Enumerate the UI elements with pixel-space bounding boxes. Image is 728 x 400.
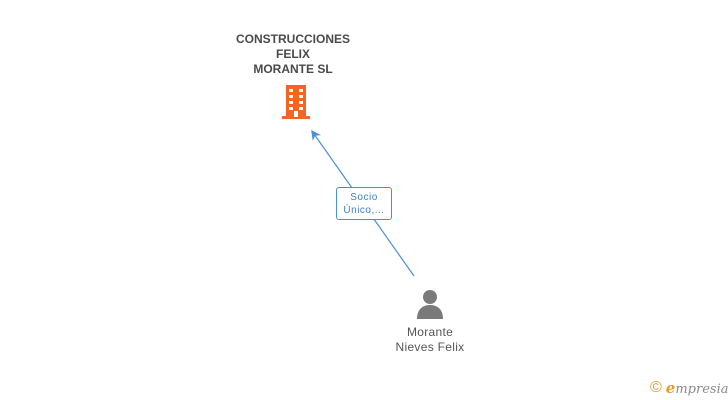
person-name-line-1: Morante [406,325,454,339]
brand-first-letter: e [665,379,676,397]
relation-label[interactable]: Socio Único,... [336,187,392,220]
copyright-icon: © [650,379,662,396]
company-name[interactable]: CONSTRUCCIONES FELIX MORANTE SL [213,32,373,77]
brand-logo: © empresia [650,378,728,398]
relation-label-line-1: Socio [350,192,378,203]
brand-rest: mpresia [675,382,728,397]
company-name-line-1: CONSTRUCCIONES [235,32,350,46]
building-icon[interactable] [280,84,312,120]
person-icon[interactable] [414,288,446,320]
company-name-line-2: FELIX [275,47,310,61]
brand-wordmark: empresia [666,379,728,397]
person-name-line-2: Nieves Felix [395,340,465,354]
relation-label-line-2: Único,... [343,205,385,216]
company-name-line-3: MORANTE SL [253,62,333,76]
person-name[interactable]: Morante Nieves Felix [350,325,510,355]
